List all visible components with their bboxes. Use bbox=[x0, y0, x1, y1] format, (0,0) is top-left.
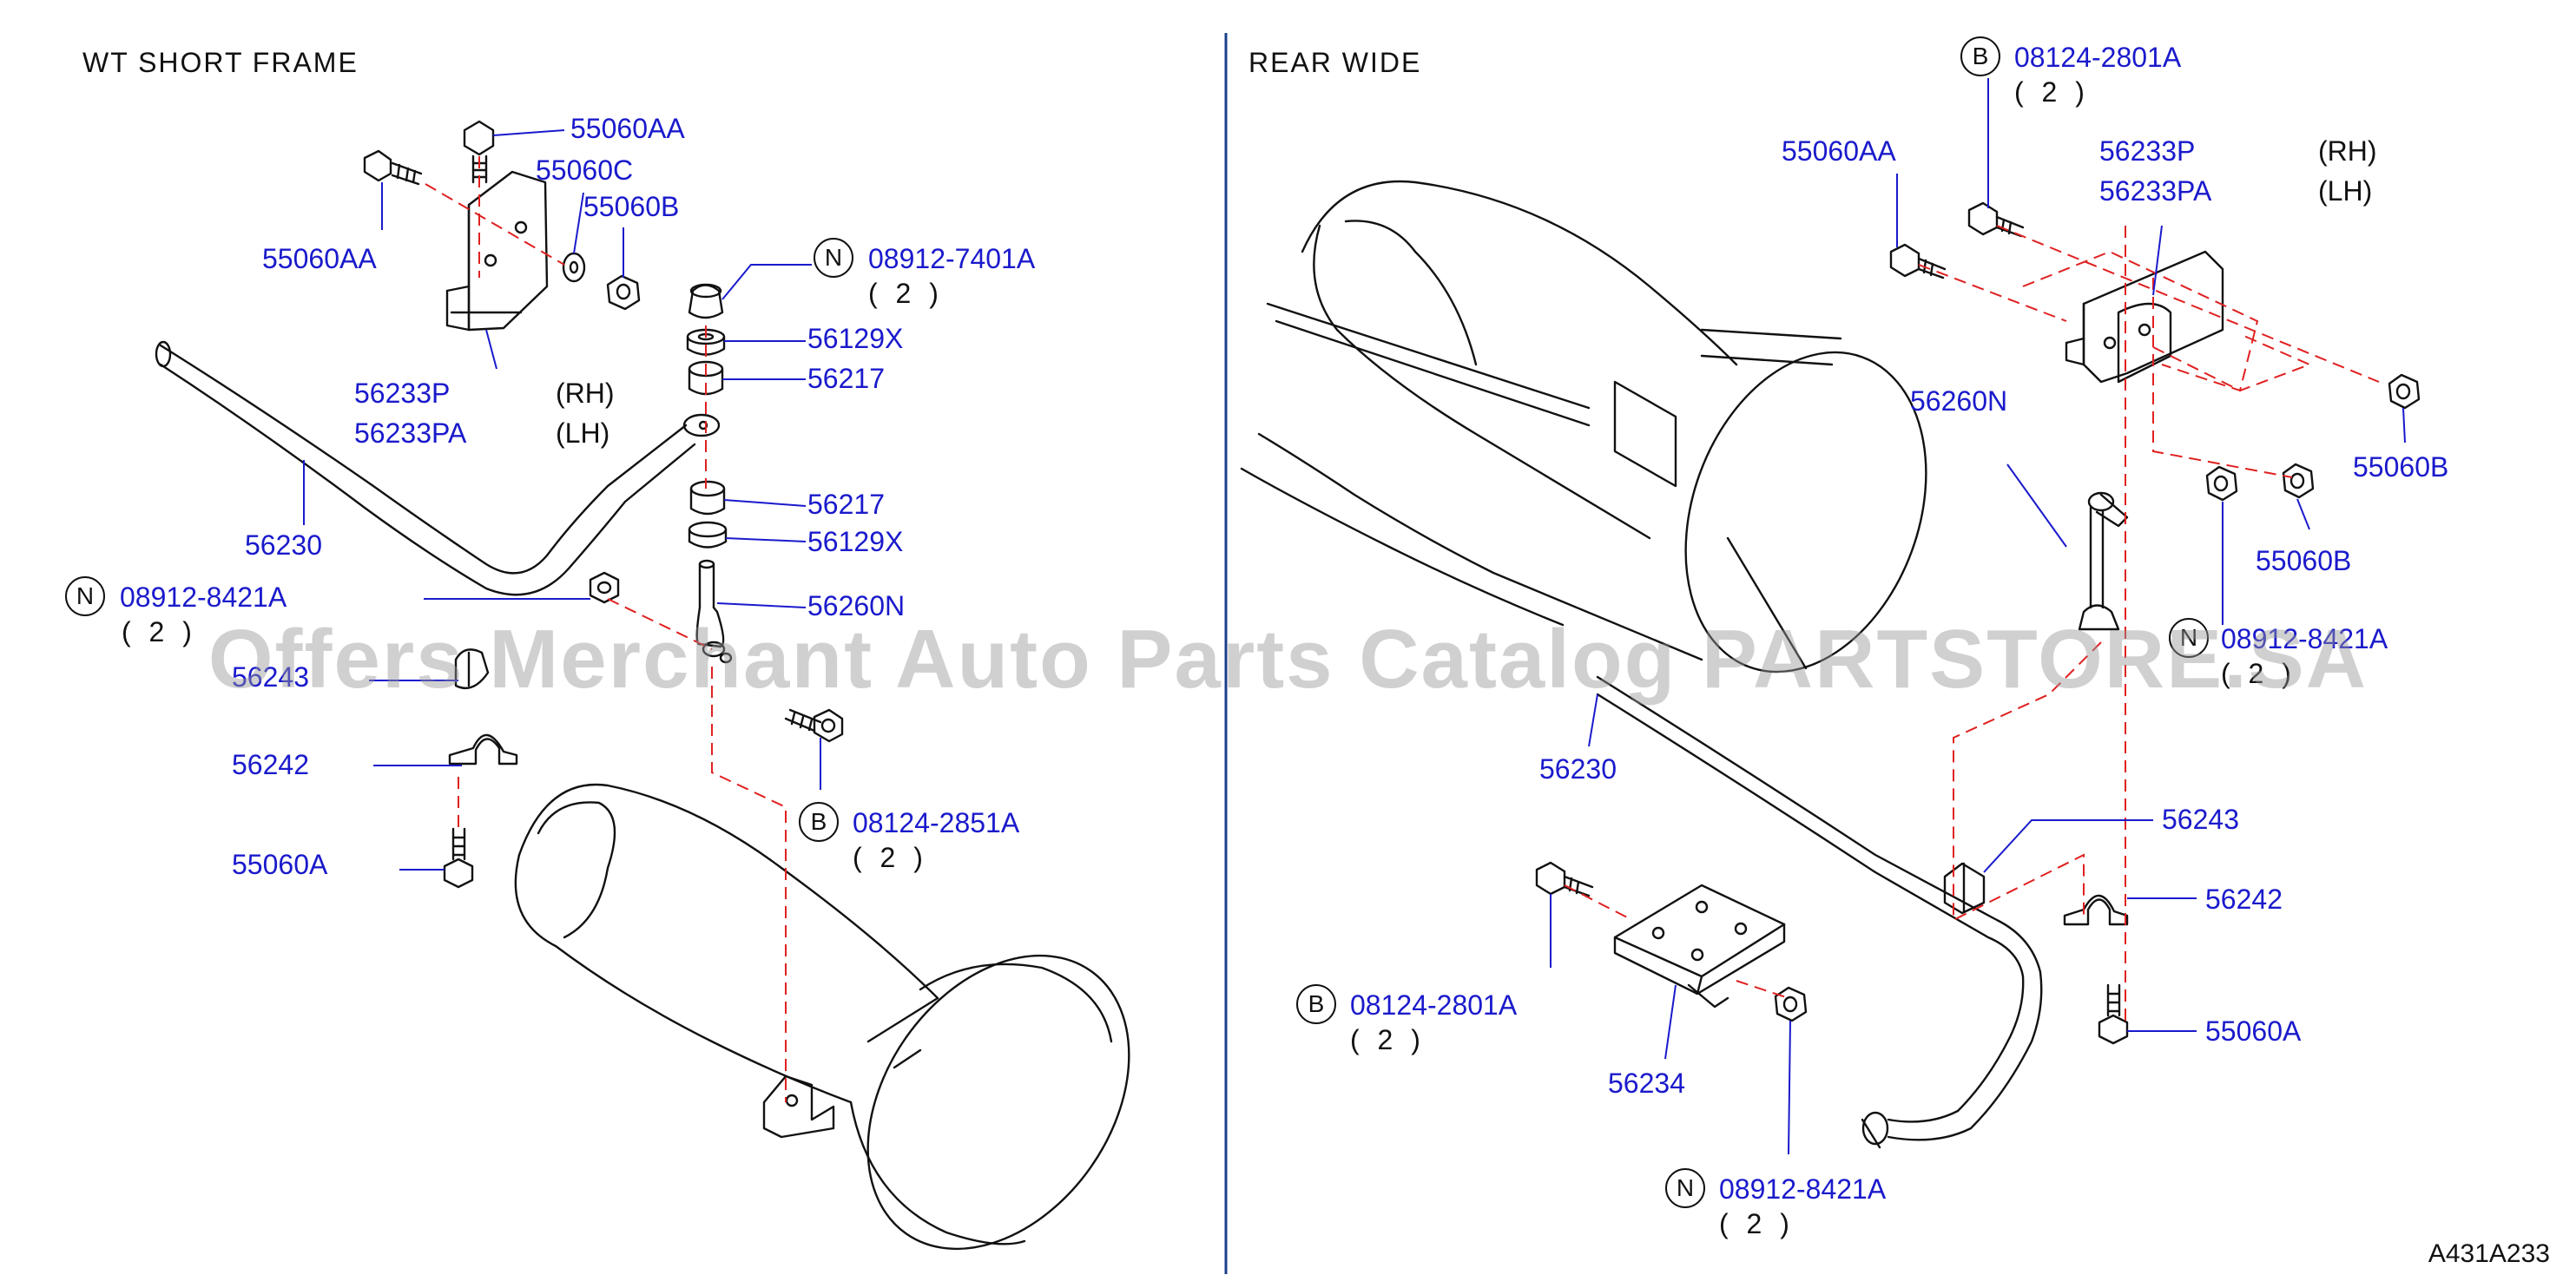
label-08124-2801a-top[interactable]: 08124-2801A bbox=[2014, 42, 2182, 73]
label-rh-left: (RH) bbox=[556, 378, 615, 409]
left-leader-lines bbox=[303, 129, 821, 871]
bolt-55060aa-left bbox=[363, 149, 423, 186]
qty-08912-8421a-bot: ( 2 ) bbox=[1719, 1208, 1795, 1239]
qty-08124-2801a-top: ( 2 ) bbox=[2014, 76, 2090, 108]
left-panel-title: WT SHORT FRAME bbox=[82, 47, 359, 78]
bolt-55060aa-top bbox=[463, 120, 495, 184]
bracket-56233p-right bbox=[2065, 250, 2224, 384]
bushing-56243-right bbox=[1943, 862, 1986, 915]
label-55060a-right[interactable]: 55060A bbox=[2205, 1015, 2302, 1047]
plate-56234 bbox=[1613, 884, 1786, 1009]
bolt-55060aa-right bbox=[1889, 243, 1947, 279]
label-56230-left[interactable]: 56230 bbox=[245, 529, 322, 561]
bushing-56243-left bbox=[454, 648, 490, 690]
axle-housing-right bbox=[1240, 180, 1927, 674]
label-56129x-bot[interactable]: 56129X bbox=[807, 526, 904, 557]
b-marker-icon: B bbox=[1960, 36, 2000, 76]
label-55060b-mid[interactable]: 55060B bbox=[2256, 545, 2352, 576]
label-56233p-left[interactable]: 56233P bbox=[354, 378, 451, 409]
label-56260n-left[interactable]: 56260N bbox=[807, 590, 906, 621]
b-marker-icon: B bbox=[1296, 984, 1336, 1024]
n-marker-icon: N bbox=[2169, 618, 2209, 658]
label-55060aa-left[interactable]: 55060AA bbox=[262, 243, 377, 274]
label-08912-8421a-left[interactable]: 08912-8421A bbox=[120, 582, 287, 613]
label-55060aa-right[interactable]: 55060AA bbox=[1782, 135, 1896, 167]
qty-08124-2801a-bot: ( 2 ) bbox=[1350, 1024, 1426, 1055]
label-55060b-right[interactable]: 55060B bbox=[2353, 451, 2449, 483]
label-lh-right: (LH) bbox=[2318, 175, 2373, 207]
b-marker-icon: B bbox=[799, 802, 839, 842]
label-56233pa-left[interactable]: 56233PA bbox=[354, 417, 467, 449]
stabilizer-bar-right bbox=[1596, 675, 2043, 1149]
nut-55060b-left bbox=[606, 274, 641, 311]
washer-55060c bbox=[562, 252, 586, 283]
bushing-56217-bot bbox=[689, 480, 726, 516]
nut-55060b-right bbox=[2388, 373, 2421, 410]
label-56217-bot[interactable]: 56217 bbox=[807, 489, 885, 520]
right-leader-lines bbox=[1550, 78, 2406, 1155]
qty-08912-7401a: ( 2 ) bbox=[868, 278, 944, 309]
stabilizer-bar-left bbox=[159, 344, 688, 575]
label-55060aa-top[interactable]: 55060AA bbox=[570, 113, 685, 144]
nut-top-stack bbox=[688, 283, 724, 319]
label-08124-2851a[interactable]: 08124-2851A bbox=[853, 807, 1020, 838]
nut-08912-8421a-left bbox=[589, 571, 620, 604]
label-55060a-left[interactable]: 55060A bbox=[232, 849, 328, 880]
n-marker-icon: N bbox=[814, 238, 853, 278]
n-marker-icon: N bbox=[1665, 1168, 1705, 1208]
label-56242-right[interactable]: 56242 bbox=[2205, 884, 2283, 915]
label-56260n-right[interactable]: 56260N bbox=[1910, 385, 2008, 417]
nut-08912-8421a-mid bbox=[2205, 465, 2238, 502]
reference-code: A431A233 bbox=[2428, 1239, 2550, 1268]
bolt-08124-2801a-top bbox=[1967, 201, 2025, 238]
n-marker-icon: N bbox=[65, 576, 105, 616]
label-55060b-left[interactable]: 55060B bbox=[583, 191, 680, 222]
label-56243-right[interactable]: 56243 bbox=[2162, 804, 2239, 835]
label-56230-right[interactable]: 56230 bbox=[1539, 753, 1617, 785]
label-08912-8421a-mid[interactable]: 08912-8421A bbox=[2221, 623, 2388, 654]
bolt-55060a-right bbox=[2098, 983, 2129, 1045]
right-panel-title: REAR WIDE bbox=[1248, 47, 1422, 78]
label-rh-right: (RH) bbox=[2318, 135, 2377, 167]
left-panel-drawing bbox=[155, 120, 1130, 1251]
nut-08912-8421a-bot bbox=[1774, 986, 1808, 1022]
qty-08912-8421a-mid: ( 2 ) bbox=[2221, 658, 2296, 689]
clamp-56242-left bbox=[448, 733, 518, 766]
nut-55060b-mid bbox=[2282, 463, 2315, 499]
link-56260n-right bbox=[2078, 491, 2129, 631]
label-56233pa-right[interactable]: 56233PA bbox=[2099, 175, 2212, 207]
label-08124-2801a-bot[interactable]: 08124-2801A bbox=[1350, 989, 1518, 1021]
axle-housing-left bbox=[514, 783, 1130, 1251]
label-08912-7401a[interactable]: 08912-7401A bbox=[868, 243, 1036, 274]
label-55060c[interactable]: 55060C bbox=[536, 154, 634, 186]
label-lh-left: (LH) bbox=[556, 417, 610, 449]
qty-08912-8421a-left: ( 2 ) bbox=[122, 616, 197, 647]
label-56234[interactable]: 56234 bbox=[1608, 1068, 1685, 1099]
left-dashed-guides bbox=[425, 156, 787, 1102]
axle-bracket-left bbox=[762, 1074, 835, 1139]
label-56242-left[interactable]: 56242 bbox=[232, 749, 309, 780]
right-panel-drawing bbox=[1240, 180, 2421, 1149]
bracket-56233p-left bbox=[467, 170, 549, 332]
bolt-08124-2801a-bot bbox=[1535, 861, 1594, 897]
bushing-56129x-bot bbox=[688, 521, 728, 549]
clamp-56242-right bbox=[2063, 894, 2129, 926]
label-08912-8421a-bot[interactable]: 08912-8421A bbox=[1719, 1173, 1887, 1205]
bolt-08124-2851a bbox=[784, 708, 844, 743]
label-56217-top[interactable]: 56217 bbox=[807, 363, 885, 394]
label-56233p-right[interactable]: 56233P bbox=[2099, 135, 2196, 167]
label-56129x-top[interactable]: 56129X bbox=[807, 323, 904, 354]
link-56260n-left bbox=[695, 559, 733, 664]
qty-08124-2851a: ( 2 ) bbox=[853, 842, 928, 873]
label-56243-left[interactable]: 56243 bbox=[232, 661, 309, 693]
right-dashed-guides bbox=[1564, 225, 2380, 1022]
bolt-55060a-left bbox=[443, 827, 474, 889]
